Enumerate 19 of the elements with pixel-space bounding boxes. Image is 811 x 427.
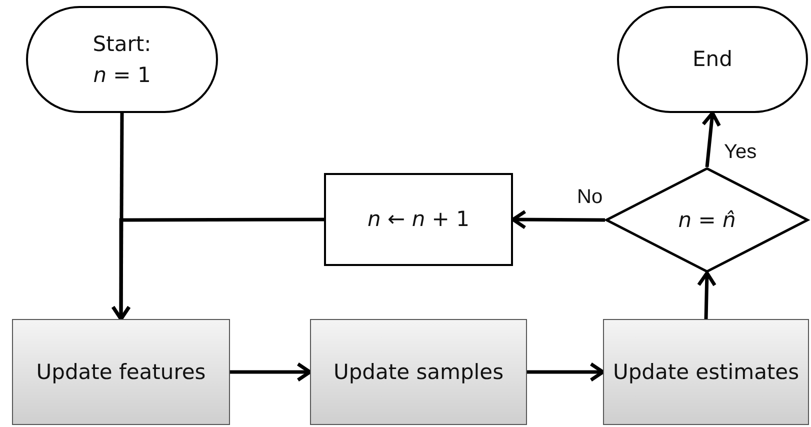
node-text: Update estimates <box>612 358 800 386</box>
arrow <box>111 218 324 321</box>
node-text: Update features <box>36 358 206 386</box>
node-text: Start: <box>92 31 152 58</box>
arrow <box>230 362 312 382</box>
decision-diamond <box>605 167 809 273</box>
node-text: n = n̂ <box>678 206 736 234</box>
arrow <box>697 271 716 320</box>
arrow <box>511 210 606 230</box>
node-text: n = 1 <box>93 62 151 88</box>
process-box <box>603 319 809 425</box>
process-box <box>310 319 527 425</box>
node-text: Update samples <box>333 358 504 386</box>
arrow <box>527 362 605 382</box>
arrow <box>702 111 721 168</box>
process-box <box>12 319 230 425</box>
node-text: n ← n + 1 <box>368 206 470 234</box>
process-box <box>324 173 513 266</box>
node-text: End <box>692 46 732 74</box>
